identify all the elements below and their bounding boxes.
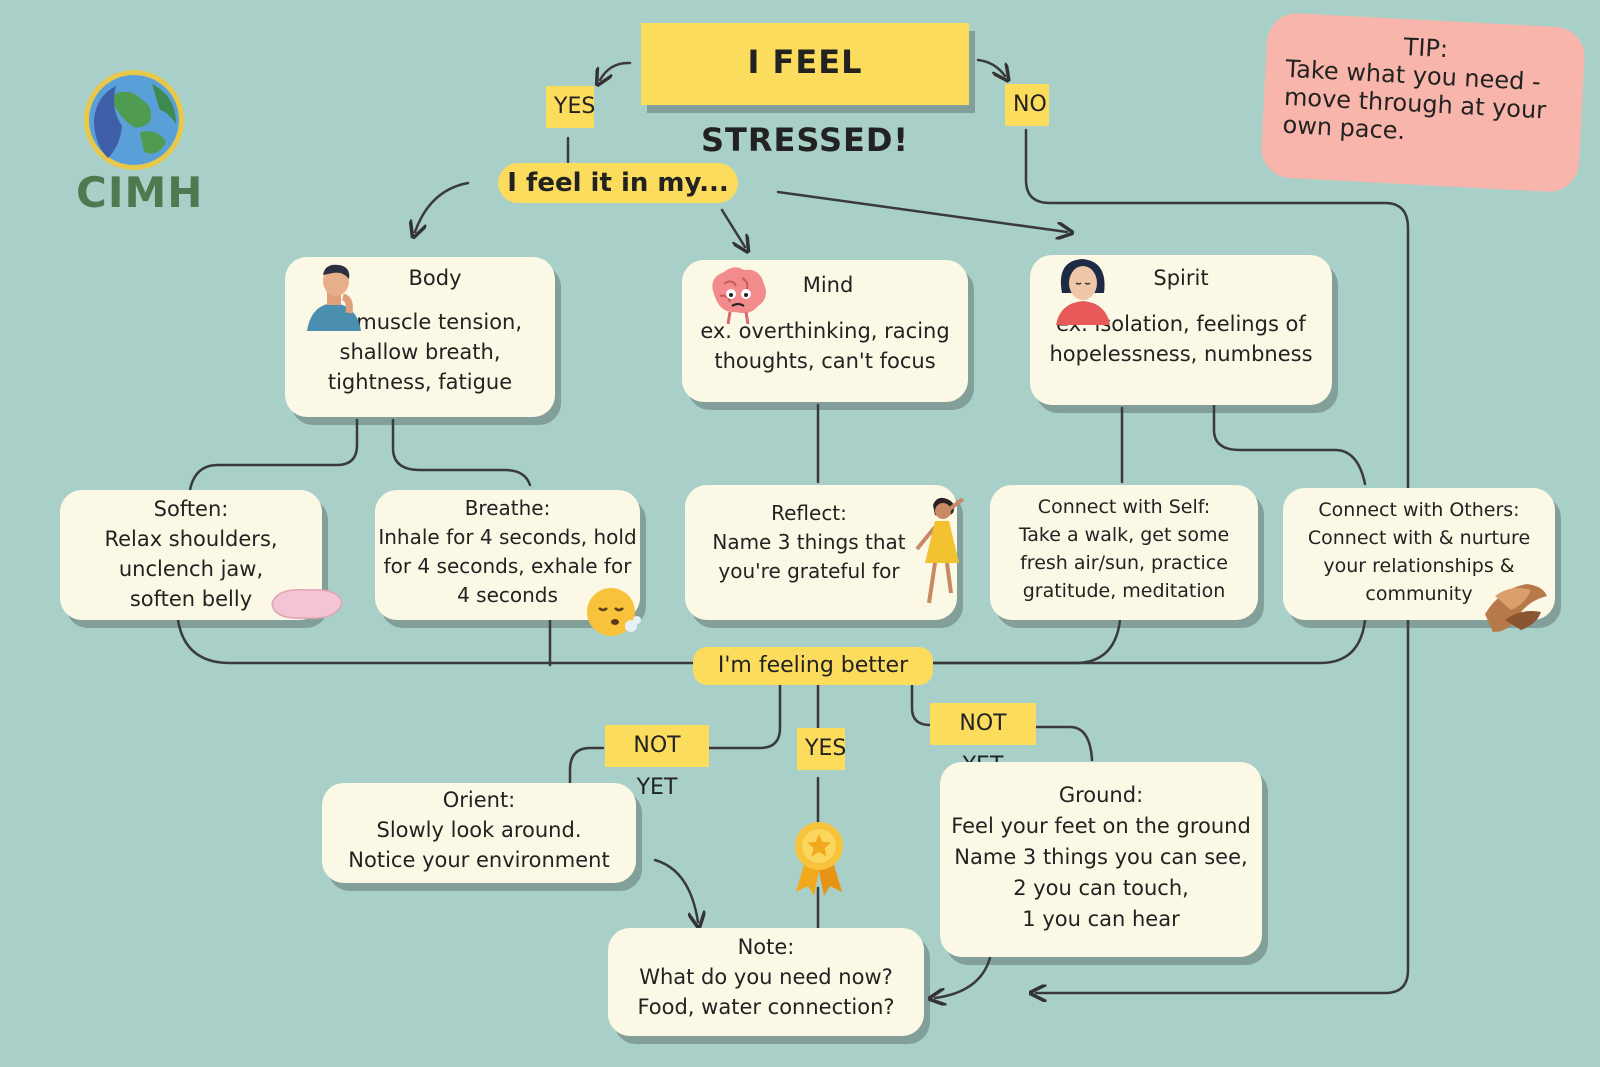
body-card: Body ex. muscle tension, shallow breath,… [285, 257, 555, 417]
pillow-icon [266, 584, 346, 632]
logo-globe-icon [80, 66, 188, 178]
tip-note: TIP: Take what you need - move through a… [1260, 12, 1586, 193]
note-text: What do you need now? Food, water connec… [608, 962, 924, 1022]
connect-self-title: Connect with Self: [990, 493, 1258, 521]
soften-card: Soften: Relax shoulders, unclench jaw, s… [60, 490, 322, 620]
mind-card: Mind ex. overthinking, racing thoughts, … [682, 260, 968, 402]
feel-it-pill: I feel it in my... [498, 163, 738, 203]
ground-title: Ground: [940, 780, 1262, 811]
no-top-tag: NO [1005, 84, 1049, 126]
tip-text: Take what you need - move through at you… [1282, 55, 1564, 153]
dancing-girl-icon [911, 493, 967, 619]
yes-top-tag: YES [546, 86, 594, 128]
yes-bottom-tag: YES [797, 728, 845, 770]
not-yet-left-tag: NOT YET [605, 725, 709, 767]
reflect-card: Reflect: Name 3 things that you're grate… [685, 485, 957, 620]
exhale-face-icon [585, 584, 641, 648]
breathe-card: Breathe: Inhale for 4 seconds, hold for … [375, 490, 640, 620]
woman-icon [1052, 255, 1114, 333]
spirit-card: Spirit ex. isolation, feelings of hopele… [1030, 255, 1332, 405]
connect-others-card: Connect with Others: Connect with & nurt… [1283, 488, 1555, 620]
orient-text: Slowly look around. Notice your environm… [322, 815, 636, 875]
connect-others-title: Connect with Others: [1283, 496, 1555, 524]
note-title: Note: [608, 932, 924, 962]
not-yet-right-tag: NOT YET [930, 703, 1036, 745]
feeling-better-pill: I'm feeling better [693, 647, 933, 685]
breathe-title: Breathe: [375, 494, 640, 523]
ground-text: Feel your feet on the ground Name 3 thin… [940, 811, 1262, 935]
person-neck-pain-icon [303, 259, 365, 339]
award-medal-icon [792, 818, 846, 902]
brain-icon [706, 264, 770, 334]
orient-card: Orient: Slowly look around. Notice your … [322, 783, 636, 883]
page-title: I FEEL STRESSED! [641, 23, 969, 105]
ground-card: Ground: Feel your feet on the ground Nam… [940, 762, 1262, 957]
note-card: Note: What do you need now? Food, water … [608, 928, 924, 1036]
orient-title: Orient: [322, 785, 636, 815]
soften-title: Soften: [60, 494, 322, 524]
stacked-hands-icon [1481, 574, 1551, 644]
logo-text: CIMH [76, 168, 203, 217]
connect-self-card: Connect with Self: Take a walk, get some… [990, 485, 1258, 620]
connect-self-text: Take a walk, get some fresh air/sun, pra… [990, 521, 1258, 605]
